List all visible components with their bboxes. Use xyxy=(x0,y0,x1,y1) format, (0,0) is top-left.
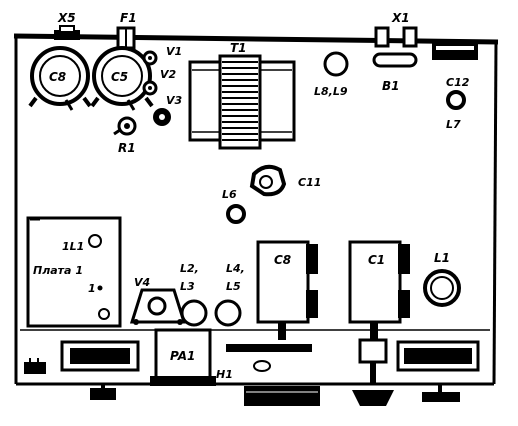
label-board-name: Плата 1 xyxy=(33,264,83,277)
front-knob-c1 xyxy=(352,338,394,406)
board-1 xyxy=(26,216,122,328)
label-r1: R1 xyxy=(118,141,136,155)
label-c5: C5 xyxy=(111,70,128,84)
front-switch-right xyxy=(396,340,480,402)
label-l3: L3 xyxy=(180,280,195,293)
variable-capacitor-c1 xyxy=(348,240,410,340)
label-c8-right: C8 xyxy=(274,253,291,267)
label-board-pin: 1 xyxy=(88,282,96,295)
label-l7: L7 xyxy=(446,118,461,131)
capacitor-c11 xyxy=(249,164,287,197)
label-h1: H1 xyxy=(216,368,233,381)
label-l6: L6 xyxy=(222,188,237,201)
terminal-bottom-left xyxy=(24,358,46,374)
label-x5: X5 xyxy=(57,11,76,25)
component-b1 xyxy=(372,52,418,68)
label-x1: X1 xyxy=(391,11,410,25)
connector-x1 xyxy=(374,26,418,48)
label-v4: V4 xyxy=(134,276,150,289)
lamp-h1 xyxy=(253,360,271,372)
capacitor-c12 xyxy=(446,90,466,110)
resistor-r1 xyxy=(113,116,137,136)
label-c11: C11 xyxy=(298,176,321,189)
label-t1: T1 xyxy=(230,41,247,55)
fuse-holder-f1 xyxy=(116,26,136,50)
capacitor-c8-top xyxy=(28,46,92,111)
board-pin-dot xyxy=(97,285,103,291)
label-l1: L1 xyxy=(434,251,450,265)
coil-l1 xyxy=(423,269,461,307)
connector-top-right xyxy=(432,42,478,60)
transistor-v3 xyxy=(153,108,171,126)
label-l4: L4, xyxy=(226,262,245,275)
label-l5: L5 xyxy=(226,280,241,293)
label-l8-l9: L8,L9 xyxy=(314,85,348,98)
capacitor-c5 xyxy=(90,46,154,111)
label-v3: V3 xyxy=(166,94,183,107)
connector-x5 xyxy=(54,25,80,40)
label-c12: C12 xyxy=(446,76,470,89)
transistor-v4 xyxy=(129,288,187,325)
label-c1: C1 xyxy=(368,253,385,267)
label-board-ref: 1L1 xyxy=(62,240,84,253)
label-b1: B1 xyxy=(382,79,400,93)
coil-l6 xyxy=(226,204,246,224)
coil-l2-l3 xyxy=(180,299,208,327)
labels: X5 F1 X1 C8 C5 V1 V2 V3 T1 L8,L9 B1 C12 … xyxy=(33,11,470,381)
label-pa1: PA1 xyxy=(170,349,195,363)
label-v2: V2 xyxy=(160,68,177,81)
coil-l8-l9 xyxy=(323,51,349,77)
label-l2: L2, xyxy=(180,262,199,275)
label-v1: V1 xyxy=(166,45,182,58)
dial-scale xyxy=(226,344,320,406)
diode-v1 xyxy=(142,50,158,66)
label-f1: F1 xyxy=(120,11,137,25)
label-c8-top: C8 xyxy=(49,70,66,84)
variable-capacitor-c8 xyxy=(256,240,318,340)
front-switch-left xyxy=(60,340,140,400)
meter-pa1 xyxy=(150,328,216,386)
coil-l4-l5 xyxy=(214,299,242,327)
diode-v2 xyxy=(142,80,158,96)
transformer-t1 xyxy=(188,54,296,150)
